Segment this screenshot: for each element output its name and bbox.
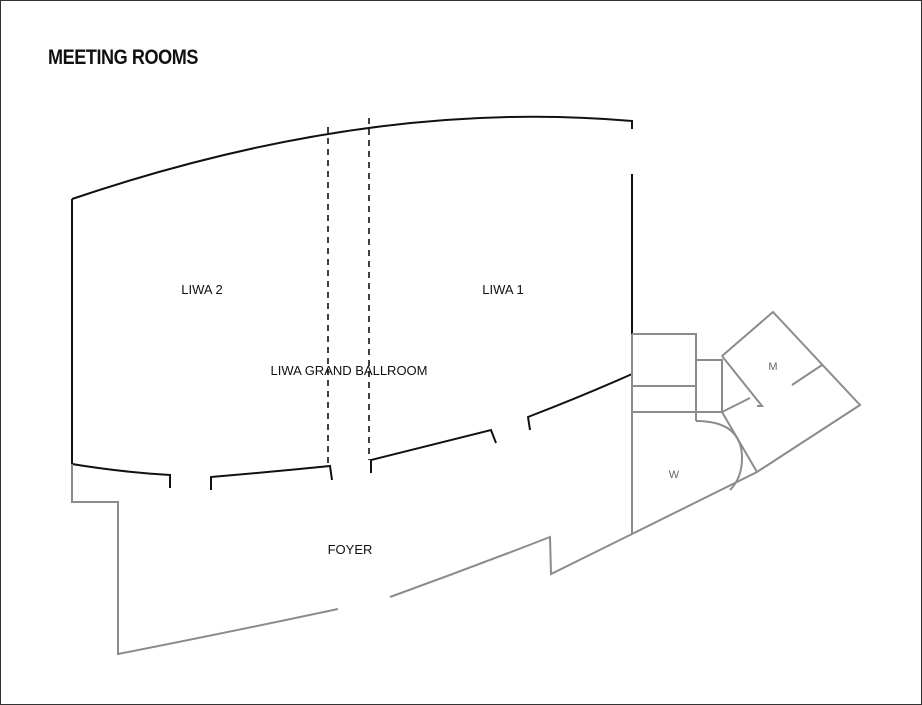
foyer-outline-east xyxy=(389,533,633,598)
ballroom-south-wall-liwa2-b xyxy=(210,464,333,490)
foyer-outline-west xyxy=(71,464,339,656)
restroom-m-partition-a xyxy=(721,355,765,407)
foyer-walls xyxy=(71,464,633,656)
service-link xyxy=(696,359,723,412)
ballroom-south-wall-liwa2-a xyxy=(71,463,171,488)
label-foyer: FOYER xyxy=(328,542,373,557)
page-title: MEETING ROOMS xyxy=(48,46,198,69)
ballroom-south-wall-liwa1-b xyxy=(526,373,633,431)
service-box-upper xyxy=(632,333,697,412)
label-liwa-1: LIWA 1 xyxy=(482,282,523,297)
ballroom-walls xyxy=(71,115,633,490)
label-grand-ballroom: LIWA GRAND BALLROOM xyxy=(271,363,428,378)
restroom-m-partition-c xyxy=(791,364,823,386)
service-core-walls xyxy=(631,310,862,535)
restroom-m-partition-d xyxy=(721,411,758,473)
movable-partitions xyxy=(327,118,370,466)
restroom-m-partition-b xyxy=(721,397,751,413)
ballroom-south-wall-liwa1-a xyxy=(370,428,497,473)
label-liwa-2: LIWA 2 xyxy=(181,282,222,297)
ballroom-north-wall xyxy=(71,115,633,200)
label-restroom-w: W xyxy=(669,469,680,481)
service-outer-diagonal xyxy=(631,310,862,535)
label-restroom-m: M xyxy=(768,361,777,373)
restroom-w-curve xyxy=(695,420,744,491)
